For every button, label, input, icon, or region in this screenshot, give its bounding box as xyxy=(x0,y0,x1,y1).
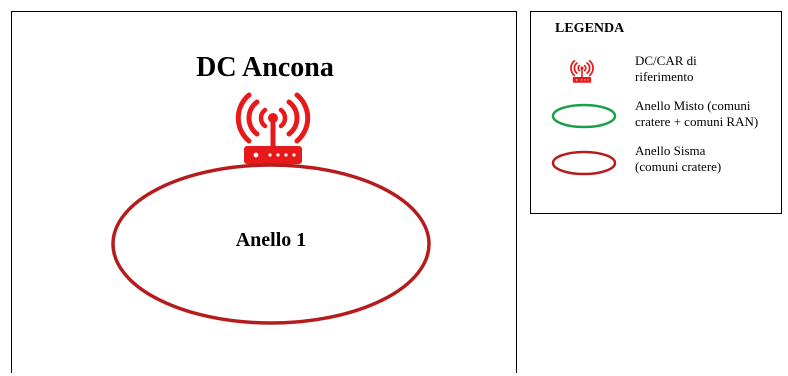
legend-item-dc-car: DC/CAR di riferimento xyxy=(635,53,775,85)
red-ring-icon xyxy=(551,150,617,176)
diagram-title: DC Ancona xyxy=(196,52,334,83)
legend-item-label: DC/CAR di xyxy=(635,53,697,68)
anello-sisma-ring xyxy=(111,163,431,325)
legend-item-anello-sisma: Anello Sisma (comuni cratere) xyxy=(635,143,775,175)
legend-item-label: (comuni cratere) xyxy=(635,159,722,174)
legend-panel: LEGENDA DC/CAR di riferimento Anello Mis… xyxy=(530,11,782,214)
main-diagram-panel: DC Ancona Anello 1 xyxy=(11,11,517,373)
legend-item-label: riferimento xyxy=(635,69,694,84)
legend-item-anello-misto: Anello Misto (comuni cratere + comuni RA… xyxy=(635,98,775,130)
legend-item-label: Anello Misto (comuni xyxy=(635,98,751,113)
legend-title: LEGENDA xyxy=(555,21,625,36)
green-ring-icon xyxy=(551,103,617,129)
router-icon xyxy=(235,92,311,164)
legend-item-label: Anello Sisma xyxy=(635,143,706,158)
legend-item-label: cratere + comuni RAN) xyxy=(635,114,759,129)
ring-label: Anello 1 xyxy=(235,229,307,251)
router-icon xyxy=(570,59,594,83)
